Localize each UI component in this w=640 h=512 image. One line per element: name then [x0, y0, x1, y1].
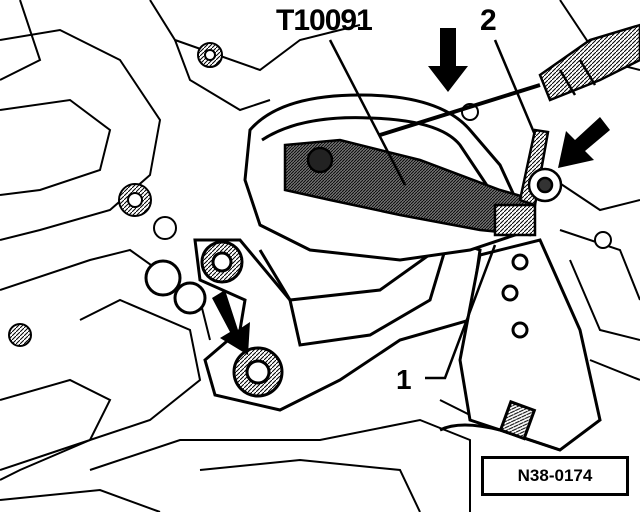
gearbox-panel — [439, 238, 602, 452]
part-2-callout-label: 2 — [480, 4, 497, 37]
background-bolts — [8, 42, 612, 347]
locking-pin — [518, 128, 563, 207]
leader-tool — [328, 39, 407, 186]
leader-2 — [493, 39, 537, 136]
pointer-arrows — [212, 28, 610, 355]
mount-bracket — [144, 238, 482, 412]
leader-1 — [425, 244, 497, 380]
tool-t10091 — [283, 138, 537, 237]
arrow-bottom — [212, 290, 250, 355]
leader-lines — [328, 39, 537, 380]
arrow-right — [558, 117, 610, 168]
arrow-top — [428, 28, 468, 92]
figure-reference-code: N38-0174 — [481, 456, 629, 496]
part-1-callout-label: 1 — [396, 364, 412, 395]
tool-callout-label: T10091 — [276, 4, 373, 37]
screwdriver — [379, 23, 640, 137]
